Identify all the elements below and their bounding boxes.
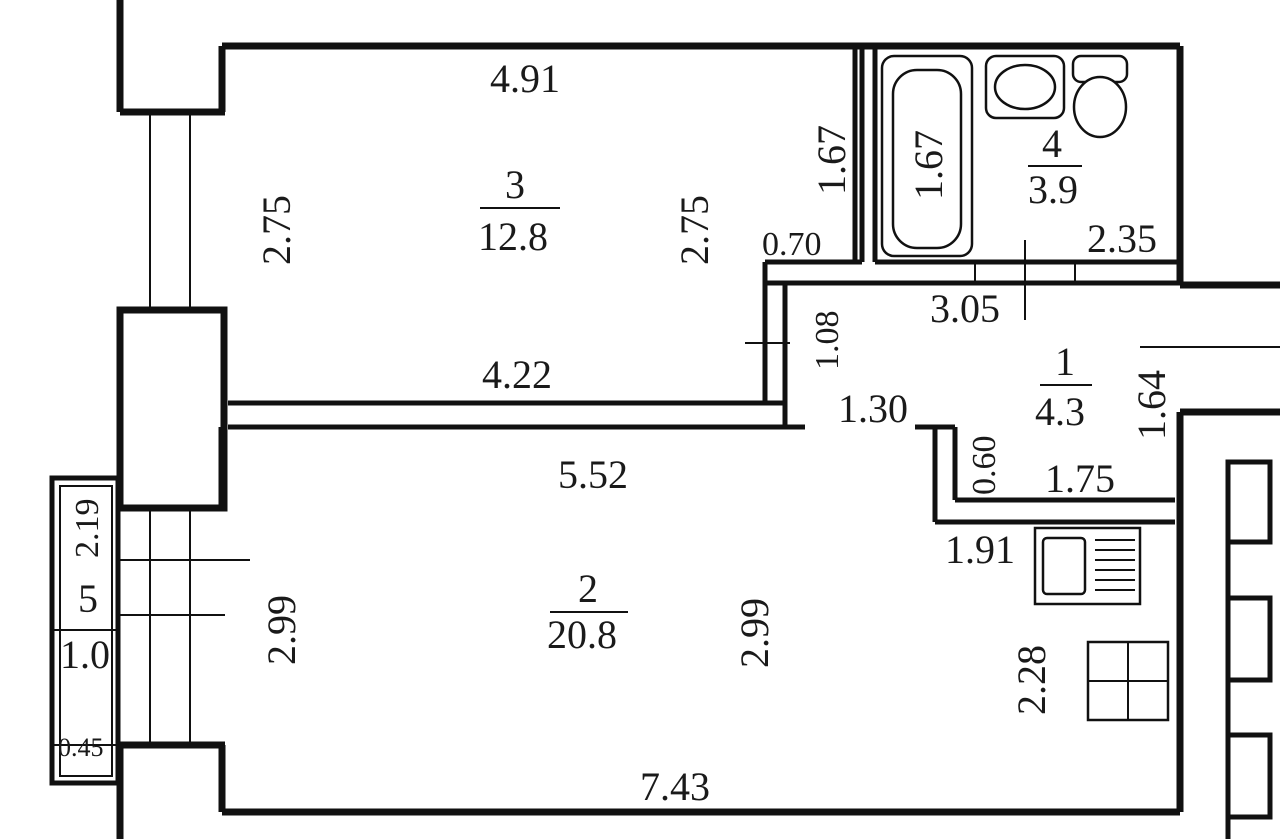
room-3-niche-height-dim: 1.67 [809, 125, 854, 195]
room-2-left-dim: 2.99 [259, 595, 304, 665]
window-room-2 [120, 508, 250, 745]
hall-top-dim: 3.05 [930, 286, 1000, 331]
hall-niche-height-dim: 0.60 [966, 436, 1003, 496]
kitchen-height-dim: 2.28 [1009, 645, 1054, 715]
room-2-right-dim: 2.99 [732, 598, 777, 668]
room-4-area: 3.9 [1028, 167, 1078, 212]
washbasin [984, 54, 1066, 120]
balcony-outline [49, 475, 121, 786]
room-3-niche-width-dim: 0.70 [762, 226, 822, 263]
kitchen-sink [1033, 526, 1142, 606]
hall-door-dim: 1.08 [809, 311, 846, 371]
room-2-walls [218, 427, 1180, 816]
room-3-number: 3 [505, 162, 525, 207]
toilet [1071, 54, 1129, 139]
stove [1086, 640, 1170, 722]
room-4-number: 4 [1042, 121, 1062, 166]
bathroom-walls [765, 46, 1184, 320]
bathtub-length-dim: 1.67 [906, 130, 951, 200]
hall-walls [915, 281, 1280, 812]
hall-right-dim: 1.64 [1129, 370, 1174, 440]
left-exterior-wall [116, 0, 228, 839]
room-3-left-dim: 2.75 [254, 195, 299, 265]
hall-opening-dim: 1.30 [838, 386, 908, 431]
room-2-top-dim: 5.52 [558, 452, 628, 497]
room-2-area: 20.8 [547, 612, 617, 657]
room-3-area: 12.8 [478, 214, 548, 259]
room-3-bottom-dim: 4.22 [482, 352, 552, 397]
window-room-3 [149, 112, 191, 310]
room-3-walls [218, 42, 1180, 430]
hall-niche-width-dim: 1.75 [1045, 456, 1115, 501]
bathtub [880, 54, 974, 258]
balcony-bottom-dim: 0.45 [58, 733, 104, 762]
balcony-top-dim: 2.19 [69, 499, 106, 559]
room-2-number: 2 [578, 566, 598, 611]
right-exterior [1225, 459, 1273, 839]
room-3-top-dim: 4.91 [490, 56, 560, 101]
kitchen-width-dim: 1.91 [945, 527, 1015, 572]
room-2-bottom-dim: 7.43 [640, 764, 710, 809]
room-4-width-dim: 2.35 [1087, 216, 1157, 261]
room-1-area: 4.3 [1035, 389, 1085, 434]
room-5-number: 5 [78, 576, 98, 621]
balcony-mid-dim: 1.0 [60, 632, 110, 677]
room-1-number: 1 [1055, 339, 1075, 384]
room-3-right-dim: 2.75 [672, 195, 717, 265]
